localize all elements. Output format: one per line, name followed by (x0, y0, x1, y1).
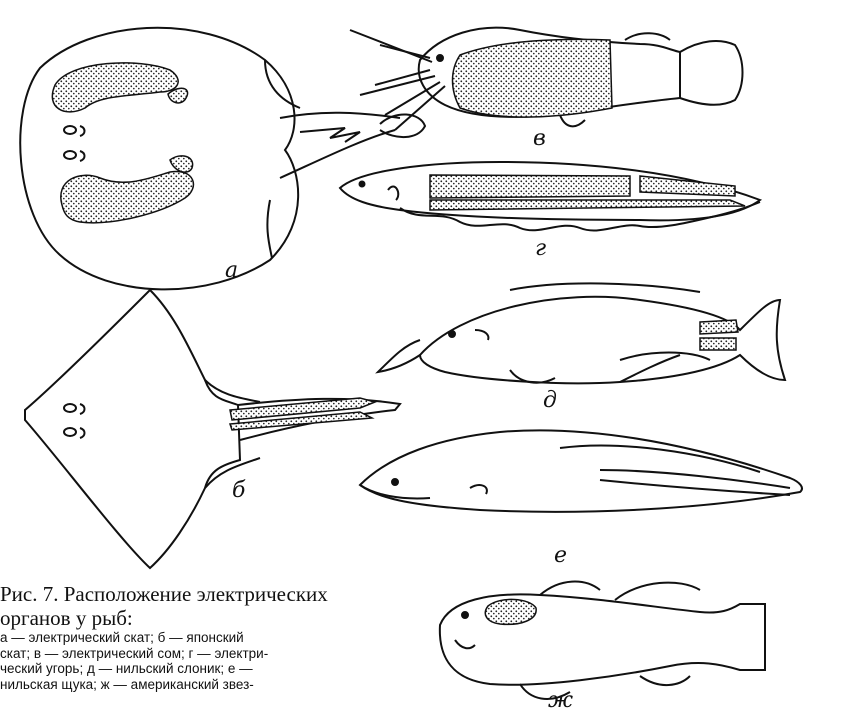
american-stargazer-drawing (440, 582, 765, 699)
figure-caption-text: а — электрический скат; б — японский ска… (0, 630, 420, 721)
label-g: г (535, 236, 546, 261)
electric-ray-drawing (20, 28, 425, 290)
stargazer-organ (485, 599, 536, 624)
label-zh: ж (548, 688, 573, 713)
nile-elephantfish-drawing (378, 283, 785, 383)
elephantfish-organ-upper (700, 320, 738, 334)
label-e: е (554, 543, 567, 568)
label-b: б (232, 478, 245, 503)
ray-a-organ-top (52, 63, 178, 112)
eel-organ-upper (430, 175, 630, 198)
figure-caption-title: Рис. 7. Расположение электрических орган… (0, 582, 420, 630)
japanese-ray-drawing (25, 290, 400, 568)
label-d: д (543, 388, 557, 413)
label-a: а (225, 258, 238, 283)
nile-pike-drawing (360, 430, 802, 511)
ray-a-organ-bottom (61, 171, 194, 222)
catfish-organ (453, 39, 613, 117)
label-v: в (533, 126, 546, 151)
electric-eel-drawing (340, 162, 760, 231)
